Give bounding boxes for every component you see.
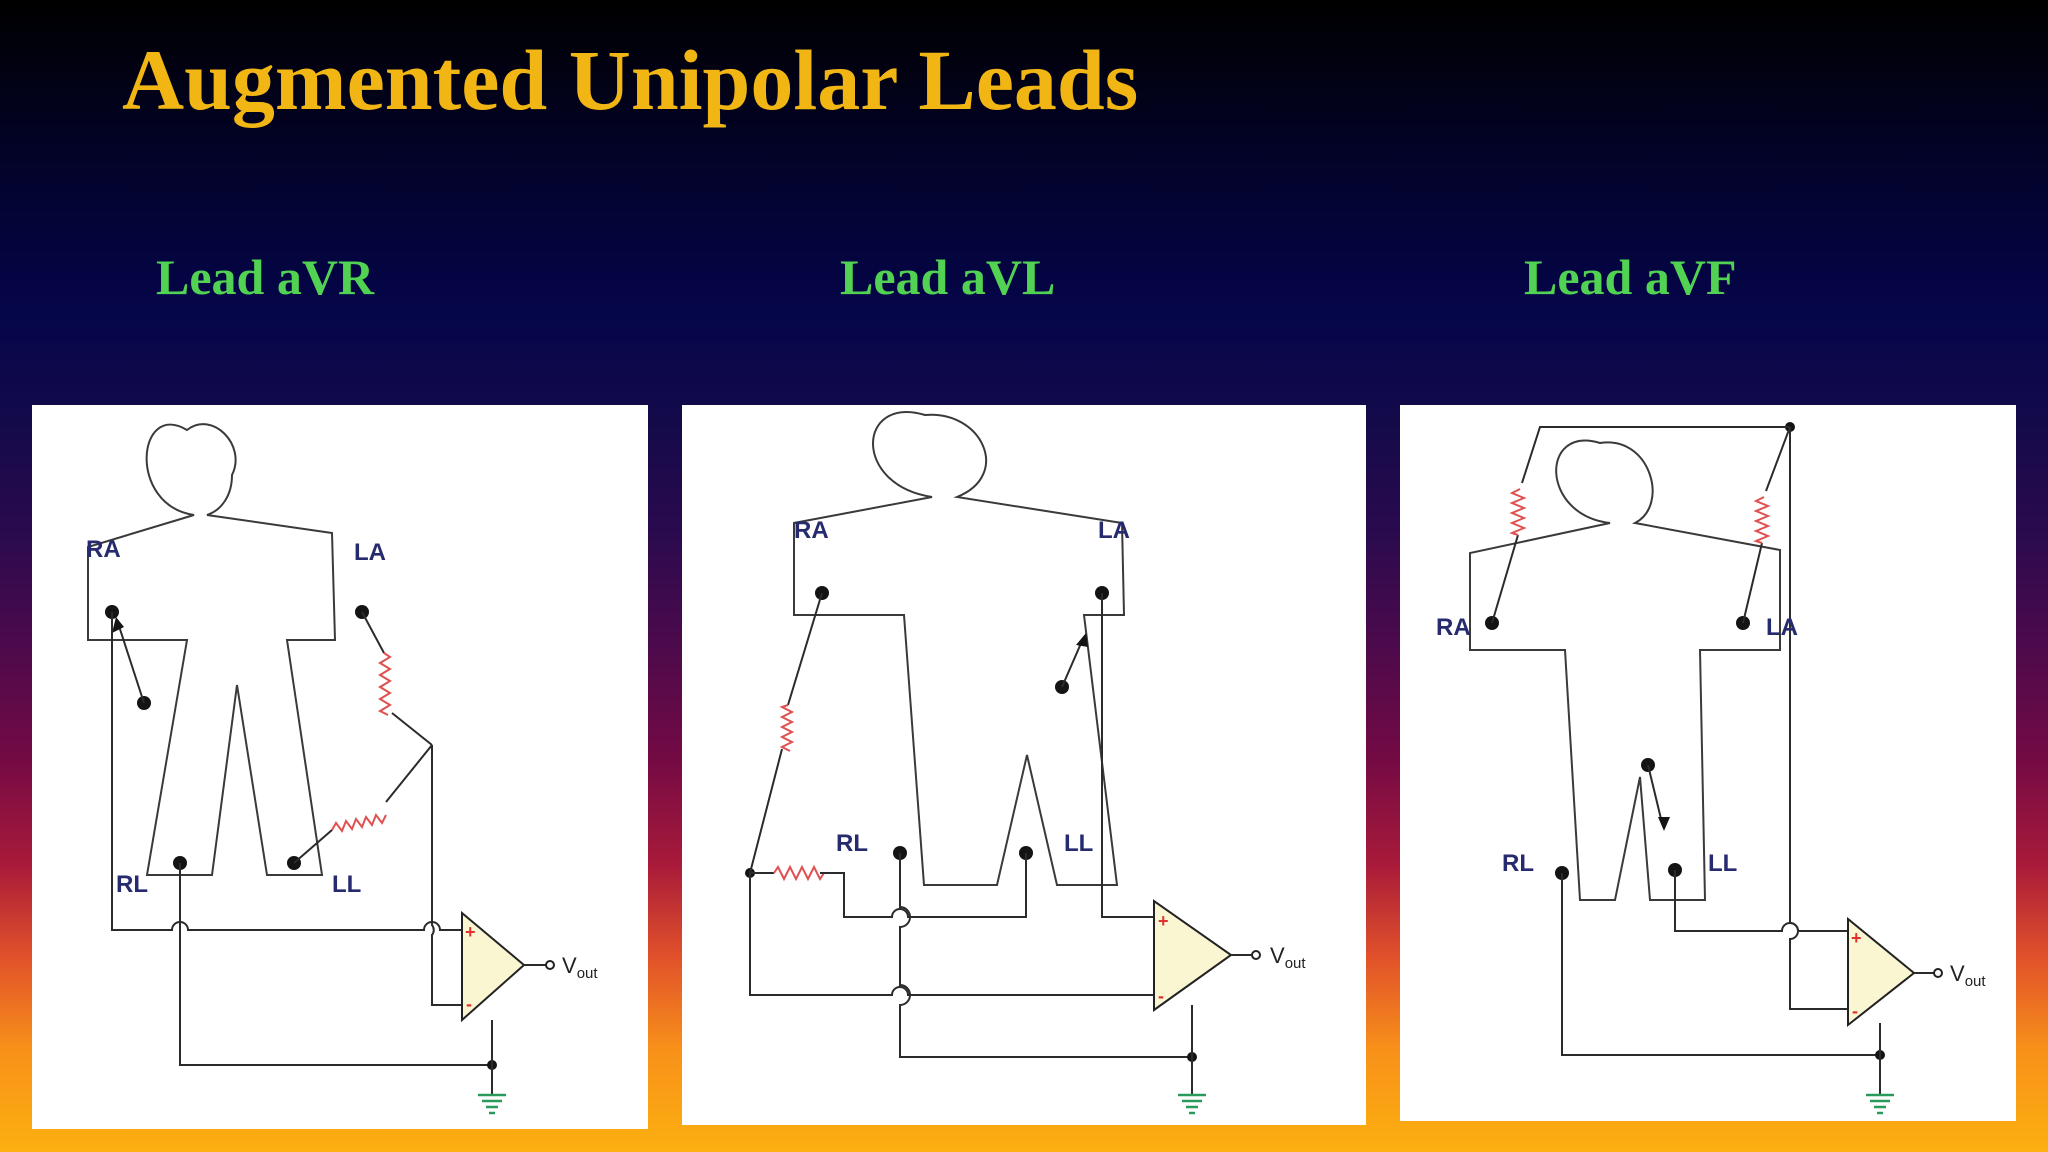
lead-avl-circuit: + - Vout RA LA RL LL bbox=[745, 411, 1306, 1115]
resistor bbox=[377, 652, 392, 716]
op-amp bbox=[1847, 916, 1916, 1028]
ground-icon bbox=[1866, 1093, 1894, 1115]
resistor bbox=[779, 704, 795, 752]
lead-avf-label: Lead aVF bbox=[1524, 249, 1737, 305]
arrow-icon bbox=[1076, 633, 1088, 647]
arrow-icon bbox=[112, 617, 124, 633]
op-amp-plus: + bbox=[465, 922, 476, 942]
op-amp bbox=[461, 910, 526, 1023]
resistor bbox=[331, 812, 387, 834]
op-amp-minus: - bbox=[1158, 986, 1164, 1006]
rl-label: RL bbox=[836, 830, 868, 857]
arrow-icon bbox=[1658, 817, 1670, 831]
body-outline bbox=[1469, 439, 1781, 901]
resistor bbox=[1509, 488, 1527, 536]
lead-avl-label: Lead aVL bbox=[840, 249, 1056, 305]
ra-label: RA bbox=[86, 536, 121, 563]
lead-avr-label: Lead aVR bbox=[156, 249, 375, 305]
rl-label: RL bbox=[116, 871, 148, 898]
la-label: LA bbox=[1098, 517, 1130, 544]
ll-label: LL bbox=[332, 871, 361, 898]
resistor bbox=[1753, 496, 1771, 544]
vout-label: Vout bbox=[562, 953, 598, 982]
ra-label: RA bbox=[1436, 614, 1471, 641]
body-outline bbox=[793, 411, 1126, 886]
op-amp-minus: - bbox=[1852, 1001, 1858, 1021]
lead-avf-diagram: + - Vout RA LA RL LL bbox=[1400, 405, 2016, 1121]
ll-label: LL bbox=[1064, 830, 1093, 857]
la-label: LA bbox=[354, 539, 386, 566]
vout-label: Vout bbox=[1270, 943, 1306, 972]
slide-title: Augmented Unipolar Leads bbox=[122, 32, 1139, 128]
op-amp-plus: + bbox=[1158, 911, 1169, 931]
lead-avr-diagram: + - Vout RA LA RL LL bbox=[32, 405, 648, 1129]
body-outline bbox=[87, 423, 337, 876]
rl-label: RL bbox=[1502, 850, 1534, 877]
op-amp bbox=[1153, 899, 1233, 1012]
ll-label: LL bbox=[1708, 850, 1737, 877]
lead-avl-diagram: + - Vout RA LA RL LL bbox=[682, 405, 1366, 1125]
vout-label: Vout bbox=[1950, 961, 1986, 990]
op-amp-plus: + bbox=[1851, 928, 1862, 948]
lead-avr-circuit: + - Vout RA LA RL LL bbox=[86, 423, 598, 1115]
la-label: LA bbox=[1766, 614, 1798, 641]
ground-icon bbox=[478, 1093, 506, 1115]
lead-avf-circuit: + - Vout RA LA RL LL bbox=[1436, 422, 1986, 1115]
resistor bbox=[773, 864, 825, 882]
op-amp-minus: - bbox=[466, 994, 472, 1014]
ground-icon bbox=[1178, 1093, 1206, 1115]
ra-label: RA bbox=[794, 517, 829, 544]
